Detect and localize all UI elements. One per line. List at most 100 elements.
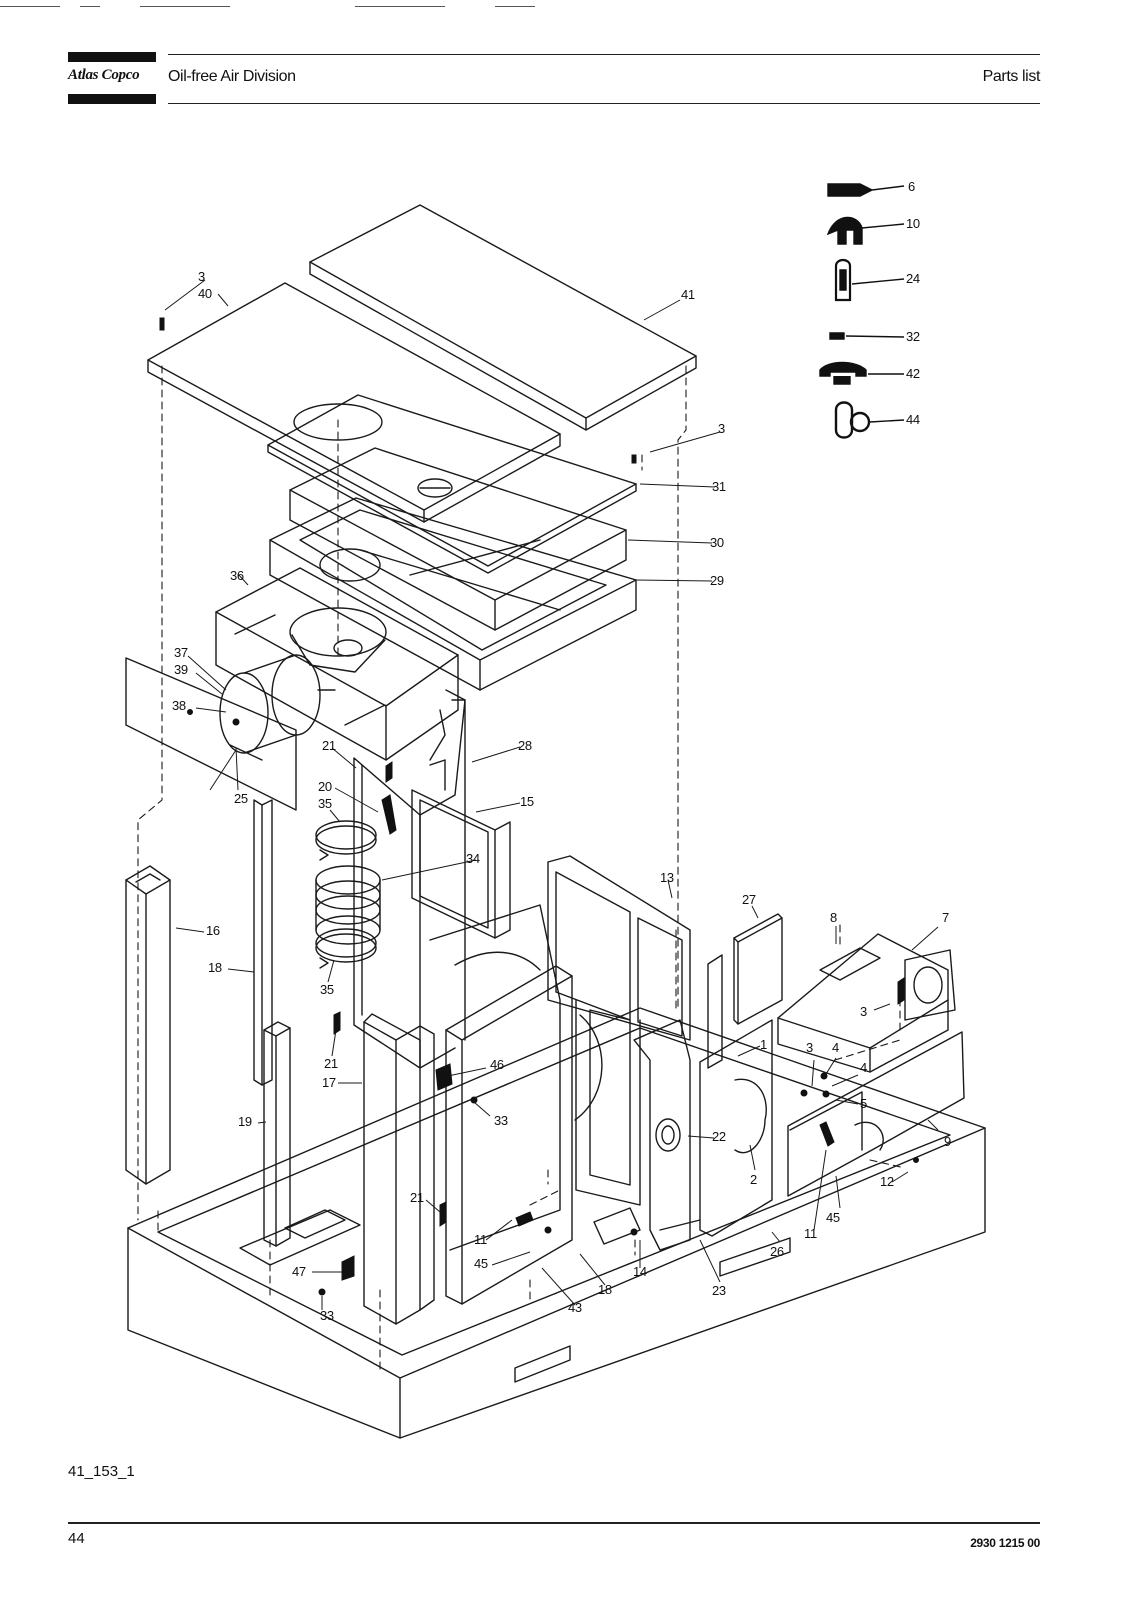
leader-lines [164,279,939,1310]
air-filter-37 [219,654,336,754]
callout-11: 11 [474,1232,487,1247]
legend-label-24: 24 [906,271,920,286]
callout-21: 21 [322,738,336,753]
panel-30 [289,447,627,631]
callout-26: 26 [770,1244,784,1259]
footer-rule [68,1522,1040,1524]
top-panel-40 [147,282,561,523]
callout-19: 19 [238,1114,252,1129]
callout-3-top: 3 [718,421,725,436]
callout-11-right: 11 [804,1226,817,1241]
seal-profile-icon [834,401,905,439]
post-18 [253,799,273,1086]
header-rule-top [168,54,1040,55]
callout-25: 25 [234,791,248,806]
callout-3-right: 3 [860,1004,867,1019]
hardware [159,317,919,1296]
callout-40: 40 [198,286,212,301]
callout-35-lower: 35 [320,982,334,997]
callout-29: 29 [710,573,724,588]
scan-artifact-top [0,6,1128,10]
logo-bar-top [68,52,156,62]
parts-legend [819,183,905,439]
callout-labels: 3 40 41 3 31 30 29 36 37 39 38 25 21 28 … [172,269,951,1323]
callout-36: 36 [230,568,244,583]
callout-17: 17 [322,1075,336,1090]
bracket-23 [633,1019,701,1251]
callout-34: 34 [466,851,480,866]
callout-39: 39 [174,662,188,677]
page-header: Atlas Copco Oil-free Air Division Parts … [68,52,1040,104]
handle-icon [819,361,904,385]
callout-23: 23 [712,1283,726,1298]
callout-1: 1 [760,1037,767,1052]
callout-35: 35 [318,796,332,811]
callout-45: 45 [474,1256,488,1271]
plug-icon [829,332,905,340]
logo-bar-bottom [68,94,156,104]
callout-3: 3 [198,269,205,284]
legend-label-10: 10 [906,216,920,231]
callout-21-mid: 21 [324,1056,338,1071]
panel-29 [269,497,637,691]
callout-22: 22 [712,1129,726,1144]
callout-15: 15 [520,794,534,809]
legend-label-42: 42 [906,366,920,381]
callout-37: 37 [174,645,188,660]
callout-21-low: 21 [410,1190,424,1205]
division-title: Oil-free Air Division [168,68,296,85]
legend-labels: 6 10 24 32 42 44 [906,179,920,427]
base-frame [127,1007,986,1439]
callout-2: 2 [750,1172,757,1187]
callout-5: 5 [860,1096,867,1111]
legend-label-6: 6 [908,179,915,194]
side-plate-39 [125,657,297,811]
callout-4: 4 [832,1040,839,1055]
callout-9: 9 [944,1134,951,1149]
top-panel-41 [309,204,697,431]
panel-1-2 [699,954,773,1237]
callout-13: 13 [660,870,674,885]
callout-12: 12 [880,1174,894,1189]
callout-8: 8 [830,910,837,925]
hinge-clip-icon [834,258,905,302]
document-type: Parts list [982,68,1041,85]
figure-id: 41_153_1 [68,1463,135,1480]
clip-icon [827,183,905,197]
callout-45-right: 45 [826,1210,840,1225]
callout-43: 43 [568,1300,582,1315]
callout-3-mid: 3 [806,1040,813,1055]
legend-label-44: 44 [906,412,920,427]
callout-7: 7 [942,910,949,925]
callout-18: 18 [208,960,222,975]
callout-41: 41 [681,287,695,302]
callout-46: 46 [490,1057,504,1072]
assembly-lines [137,365,906,1371]
callout-14: 14 [633,1264,647,1279]
callout-38: 38 [172,698,186,713]
right-box-7 [777,933,956,1073]
callout-33-low: 33 [320,1308,334,1323]
right-frame-9 [787,1031,965,1197]
callout-18-low: 18 [598,1282,612,1297]
silencer-box-36 [215,567,459,761]
panel-31 [267,394,637,574]
callout-30: 30 [710,535,724,550]
clamps-and-hose [315,820,381,969]
left-column-16 [125,865,171,1185]
window-frame-13 [547,855,691,1206]
callout-20: 20 [318,779,332,794]
callout-4-b: 4 [860,1060,867,1075]
panel-17 [363,1013,435,1325]
filter-27 [733,913,783,1025]
legend-label-32: 32 [906,329,920,344]
window-frame-15 [411,789,511,939]
callout-31: 31 [712,479,726,494]
callout-16: 16 [206,923,220,938]
center-frame-28 [353,689,466,1069]
spring-clip-icon [826,216,905,245]
brand-logo: Atlas Copco [68,67,140,83]
callout-47: 47 [292,1264,306,1279]
header-rule-bottom [168,103,1040,104]
